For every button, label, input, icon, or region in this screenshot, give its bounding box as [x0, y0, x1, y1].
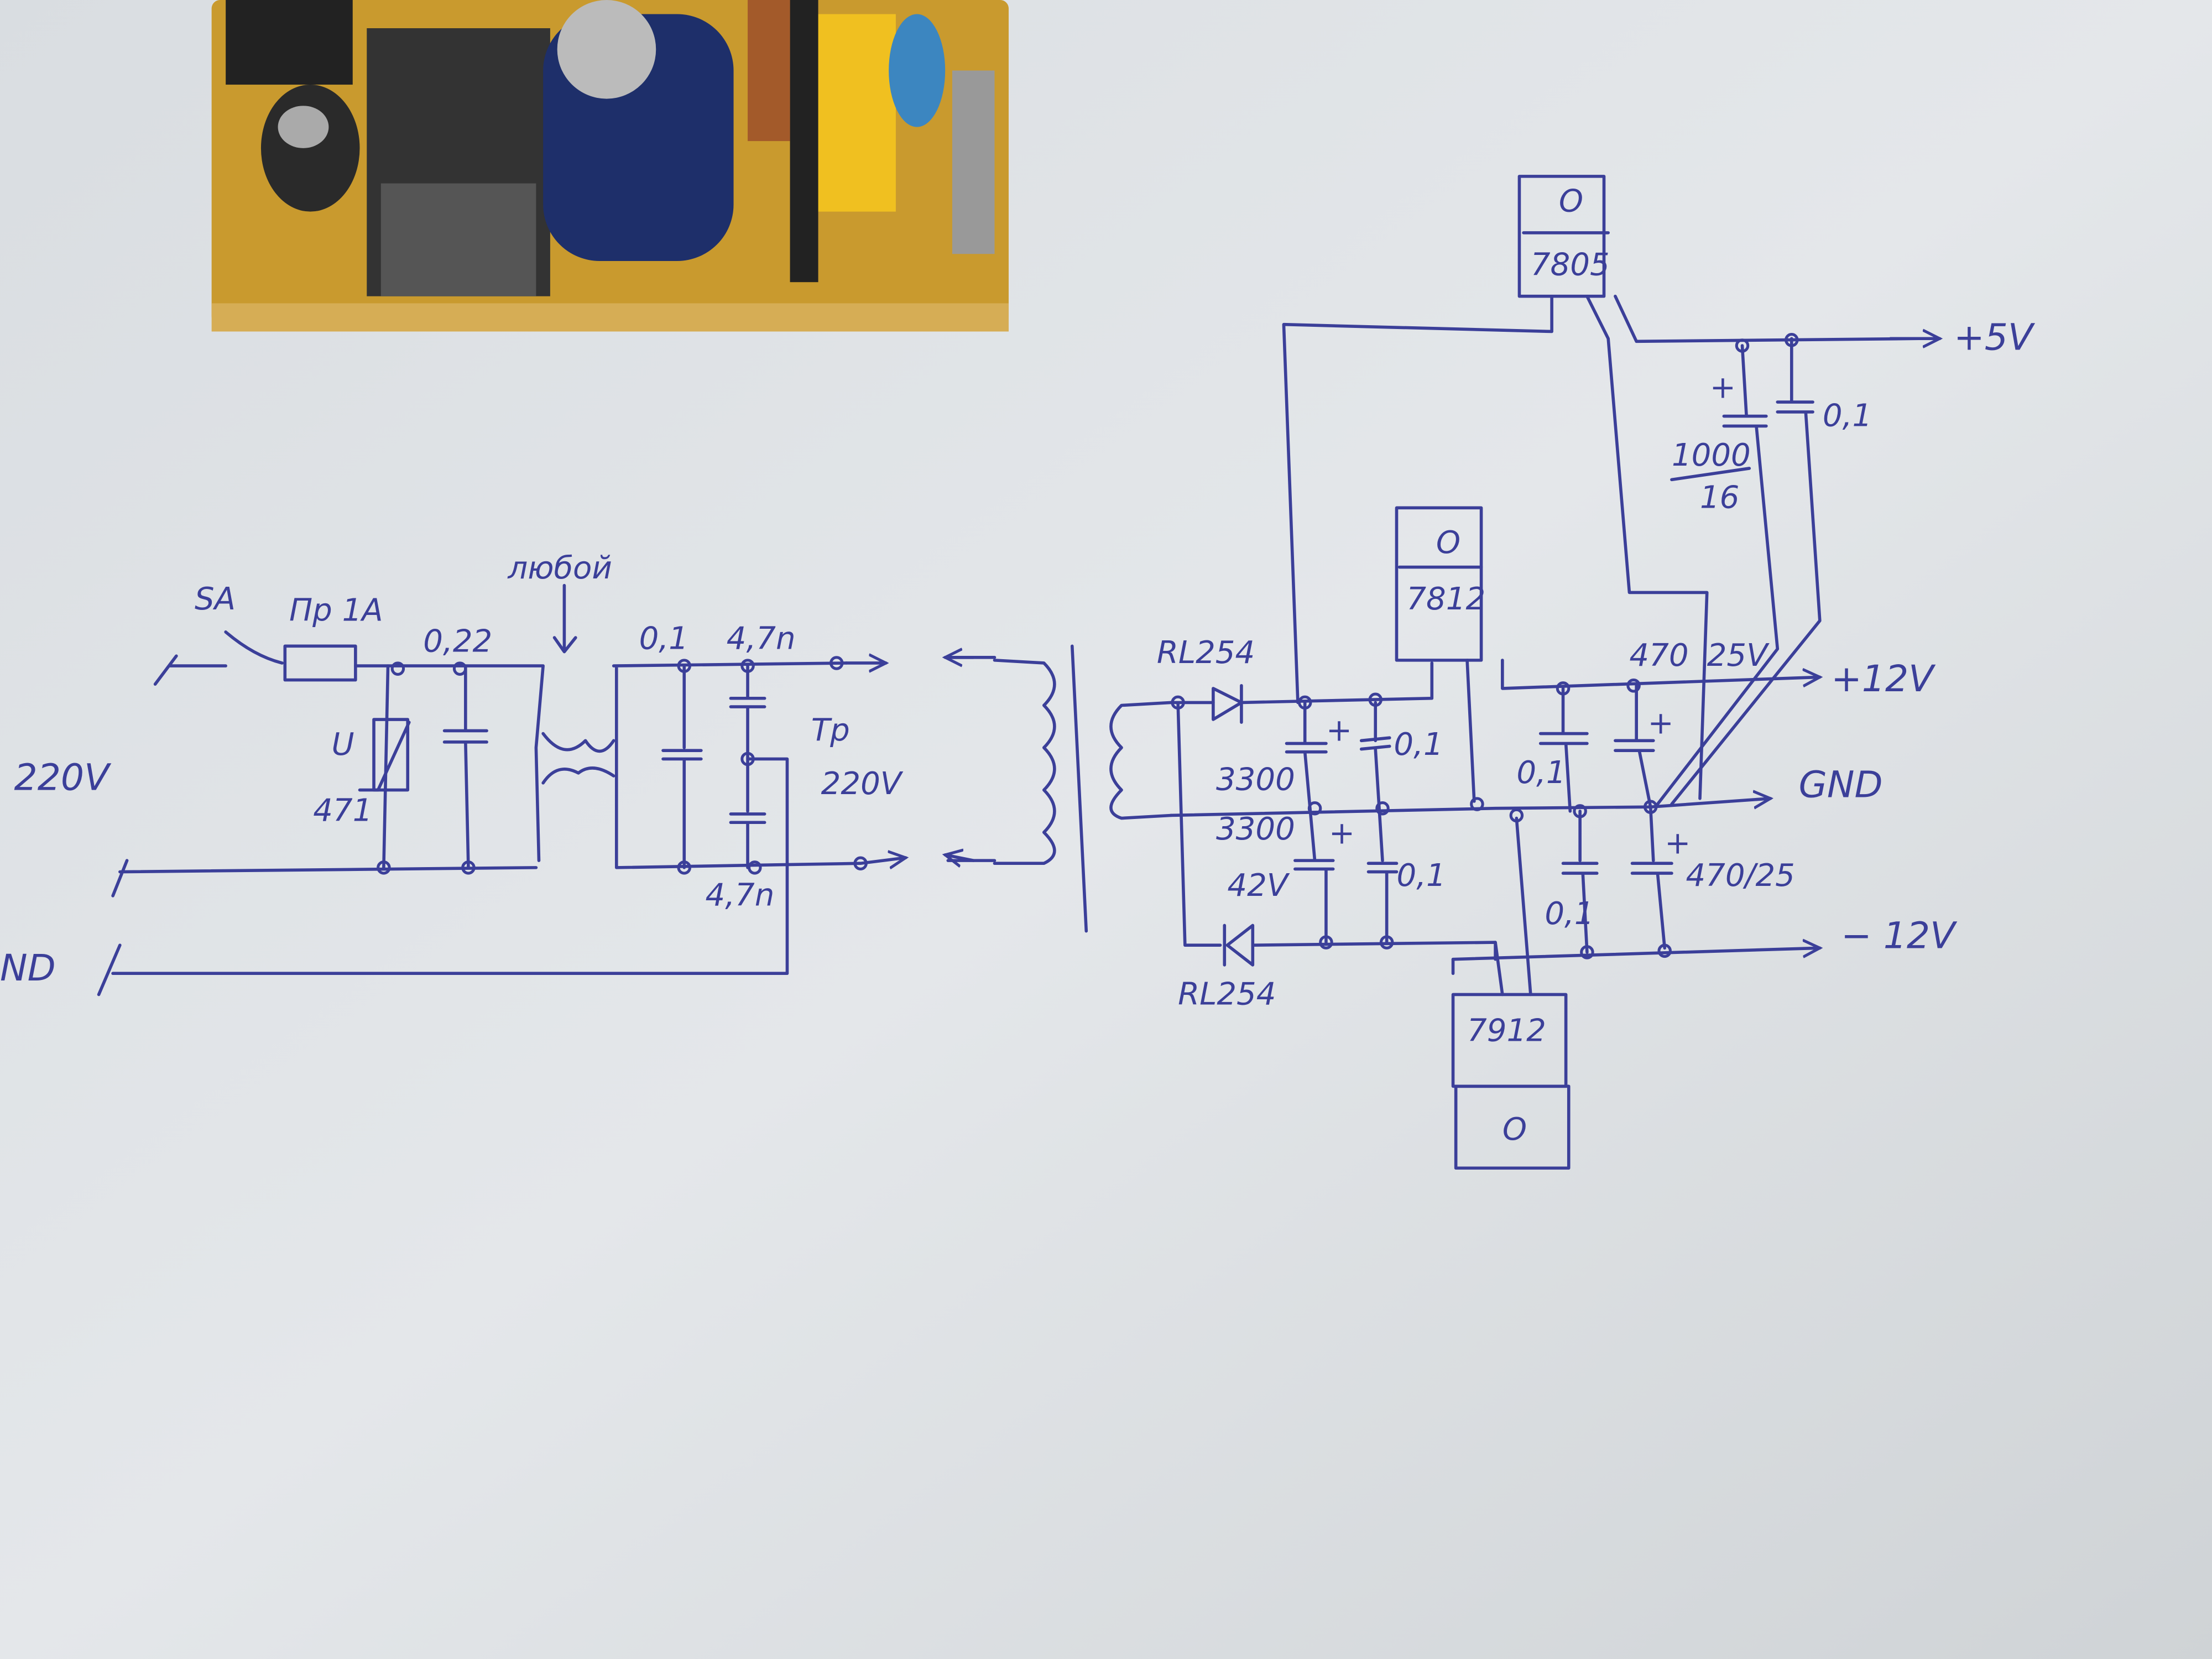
reg5-tab-mark: O	[1559, 184, 1583, 220]
transformer-symbol	[945, 644, 1173, 933]
output-plus12: +12V	[1831, 657, 1936, 700]
diode-top-label: RL254	[1157, 635, 1255, 671]
rectifier-regulator-circuit	[1169, 175, 1939, 1170]
capn12-plus: +	[1665, 825, 1691, 861]
choke-label: любой	[507, 550, 612, 586]
plus-sign-bottom: +	[1329, 816, 1355, 852]
junction-dots	[377, 656, 868, 875]
cap5-plus: +	[1710, 369, 1736, 405]
output-gnd: GND	[1799, 763, 1883, 806]
regulator-7912-tab	[1454, 1084, 1571, 1170]
regulator-7805-body	[1517, 175, 1606, 298]
pcb-board-photo	[211, 0, 1009, 332]
cap-neg-label: 3300	[1216, 811, 1295, 847]
reg12-label: 7812	[1406, 581, 1485, 617]
fuse-label: Пр 1А	[289, 592, 383, 628]
mains-label: 220V	[14, 756, 112, 799]
fuse-symbol	[283, 644, 357, 682]
input-filter	[97, 583, 906, 997]
cap-x-label: 0,22	[423, 624, 492, 660]
cap-neg-small: 0,1	[1397, 858, 1446, 894]
choke-symbol	[541, 732, 615, 785]
regn12-label: 7912	[1467, 1013, 1546, 1049]
diode-bottom-symbol	[1223, 924, 1255, 967]
reg5-label: 7805	[1531, 247, 1610, 283]
varistor-symbol	[372, 718, 410, 792]
transformer-label: Тр	[811, 712, 850, 748]
capn12-label: 470/25	[1686, 858, 1794, 894]
cap-y-top-label: 4,7n	[727, 620, 796, 656]
diode-bottom-label: RL254	[1178, 976, 1276, 1012]
cap5-small: 0,1	[1823, 398, 1872, 434]
regn12-tab-mark: O	[1503, 1112, 1527, 1147]
output-minus12: − 12V	[1841, 914, 1958, 957]
junction-dots-right	[1171, 333, 1799, 959]
cap5-value: 1000	[1672, 437, 1751, 473]
output-plus5: +5V	[1954, 316, 2036, 359]
reg12-tab-mark: O	[1436, 525, 1460, 561]
plus-sign-top: +	[1326, 712, 1352, 748]
cap5-voltage: 16	[1700, 479, 1739, 515]
switch-label: SA	[195, 581, 236, 617]
cap-01-label: 0,1	[639, 620, 688, 656]
gnd-input-label: ND	[0, 946, 56, 989]
varistor-label: 471	[313, 793, 372, 829]
cap-pos-label: 3300	[1216, 762, 1295, 798]
cap-pos-small: 0,1	[1394, 727, 1443, 763]
cap12-small: 0,1	[1516, 755, 1566, 791]
cap-y-bottom-label: 4,7n	[706, 878, 775, 914]
cap12-plus: +	[1648, 706, 1674, 742]
cap-neg-voltage: 42V	[1227, 868, 1290, 904]
transformer-voltage: 220V	[821, 766, 904, 802]
diode-top-symbol	[1212, 684, 1243, 724]
capn12-small: 0,1	[1545, 896, 1594, 932]
regulator-7812-body	[1395, 506, 1483, 662]
cap12-voltage: 25V	[1707, 638, 1770, 674]
cap12-value: 470	[1629, 638, 1688, 674]
varistor-symbol-label: U	[331, 727, 354, 763]
